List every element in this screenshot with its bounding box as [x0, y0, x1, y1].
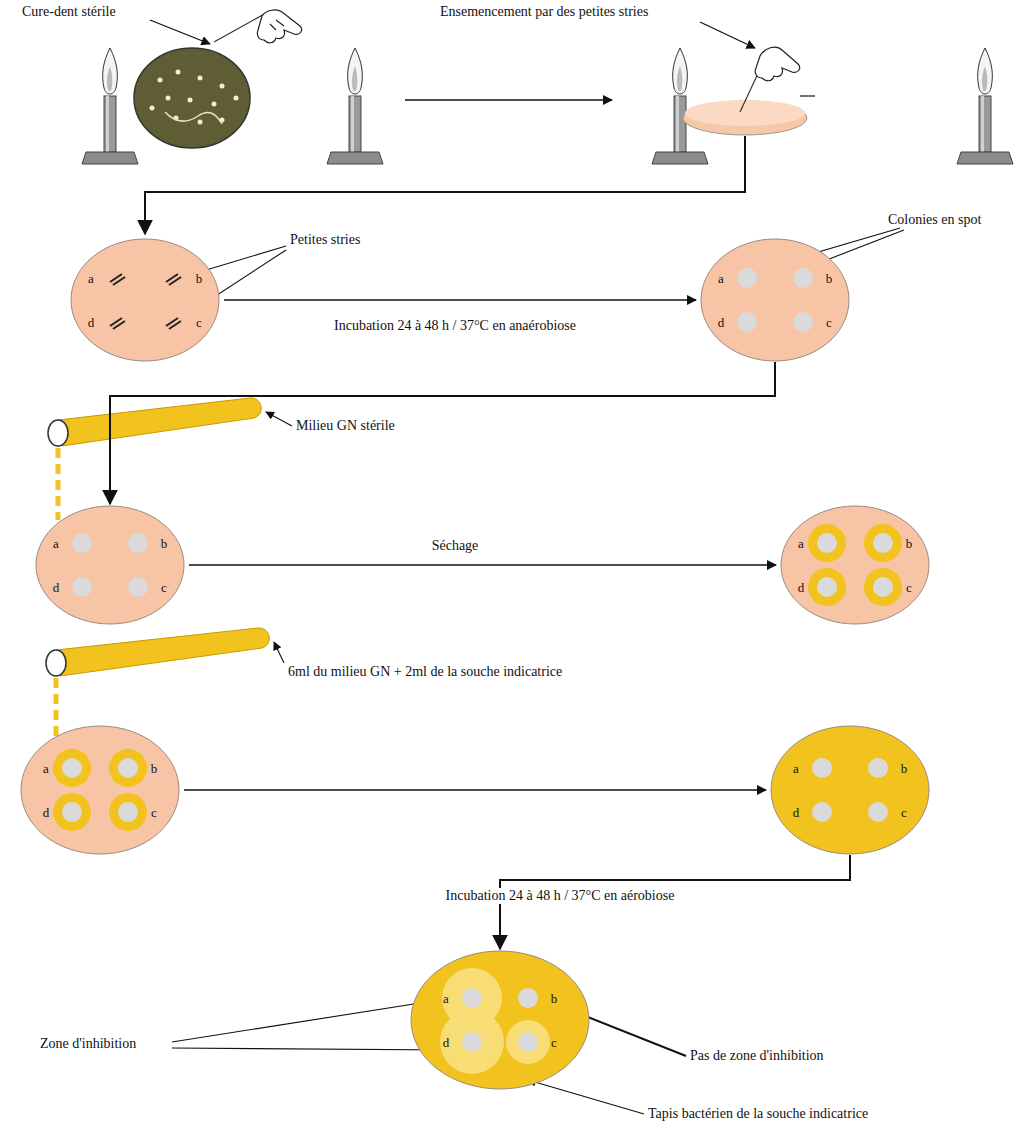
petri-dish: a b d c — [700, 238, 850, 362]
spot-letter: c — [906, 581, 912, 594]
annotation-label: Zone d'inhibition — [40, 1036, 136, 1052]
spot-letter: a — [88, 272, 94, 285]
flow-arrow — [145, 136, 745, 234]
spot-letter: b — [906, 537, 913, 550]
annotation-label: Ensemencement par des petites stries — [440, 4, 648, 20]
petri-dish: a b d c — [70, 238, 220, 362]
target-plate — [683, 96, 815, 135]
dish-outline — [35, 505, 185, 625]
petri-dish: a b d c — [20, 725, 180, 855]
spot-letter: d — [88, 316, 95, 329]
spot-letter: b — [551, 992, 558, 1005]
flow-arrow — [405, 99, 612, 100]
dish-outline — [770, 725, 930, 855]
bunsen-burner — [957, 48, 1013, 164]
spot-letter: a — [53, 537, 59, 550]
dish-outline — [410, 950, 590, 1090]
petri-dish: a b d c — [35, 505, 185, 625]
spot-letter: a — [798, 537, 804, 550]
spot-letter: b — [151, 762, 158, 775]
bunsen-burner — [327, 48, 383, 164]
petri-dish: a b d c — [770, 725, 930, 855]
source-plate — [134, 48, 250, 148]
spot-letter: d — [43, 806, 50, 819]
spot-letter: a — [443, 992, 449, 1005]
bunsen-burner — [82, 48, 138, 164]
spot-letter: d — [793, 806, 800, 819]
spot-letter: c — [551, 1036, 557, 1049]
pouring-tube — [46, 628, 269, 740]
edge-label: Incubation 24 à 48 h / 37°C en aérobiose — [443, 888, 678, 904]
dish-outline — [780, 505, 930, 625]
spot-letter: a — [718, 272, 724, 285]
hand-toothpick — [740, 47, 800, 112]
annotation-label: 6ml du milieu GN + 2ml de la souche indi… — [288, 664, 562, 680]
spot-letter: c — [151, 806, 157, 819]
spot-letter: b — [196, 272, 203, 285]
annotation-label: Petites stries — [290, 232, 360, 248]
spot-letter: b — [901, 762, 908, 775]
spot-letter: c — [901, 806, 907, 819]
leader-line — [528, 1080, 644, 1114]
spot-letter: d — [443, 1036, 450, 1049]
flow-arrow — [224, 299, 696, 300]
edge-label: Séchage — [429, 538, 482, 554]
dish-outline — [70, 238, 220, 362]
pouring-tube — [48, 398, 261, 520]
spot-letter: d — [53, 581, 60, 594]
annotation-label: Cure-dent stérile — [22, 4, 116, 20]
leader-line — [150, 20, 210, 44]
spot-letter: a — [793, 762, 799, 775]
flow-arrow — [184, 789, 766, 790]
flow-arrow — [189, 564, 776, 565]
leader-line — [266, 412, 292, 426]
leader-line — [274, 642, 284, 663]
spot-letter: c — [161, 581, 167, 594]
spot-letter: c — [826, 316, 832, 329]
annotation-label: Pas de zone d'inhibition — [690, 1048, 824, 1064]
leader-line — [700, 22, 755, 48]
annotation-label: Milieu GN stérile — [296, 418, 395, 434]
petri-dish: a b d c — [410, 950, 590, 1090]
hand-toothpick — [214, 10, 302, 43]
spot-letter: a — [43, 762, 49, 775]
annotation-label: Tapis bactérien de la souche indicatrice — [648, 1106, 868, 1122]
dish-outline — [700, 238, 850, 362]
leader-line — [172, 998, 452, 1042]
spot-letter: d — [798, 581, 805, 594]
petri-dish: a b d c — [780, 505, 930, 625]
dish-outline — [20, 725, 180, 855]
spot-letter: d — [718, 316, 725, 329]
flow-arrow — [110, 362, 775, 504]
spot-letter: b — [826, 272, 833, 285]
spot-letter: c — [196, 316, 202, 329]
leader-line — [172, 1048, 452, 1050]
annotation-label: Colonies en spot — [888, 212, 981, 228]
edge-label: Incubation 24 à 48 h / 37°C en anaérobio… — [331, 318, 579, 334]
spot-letter: b — [161, 537, 168, 550]
